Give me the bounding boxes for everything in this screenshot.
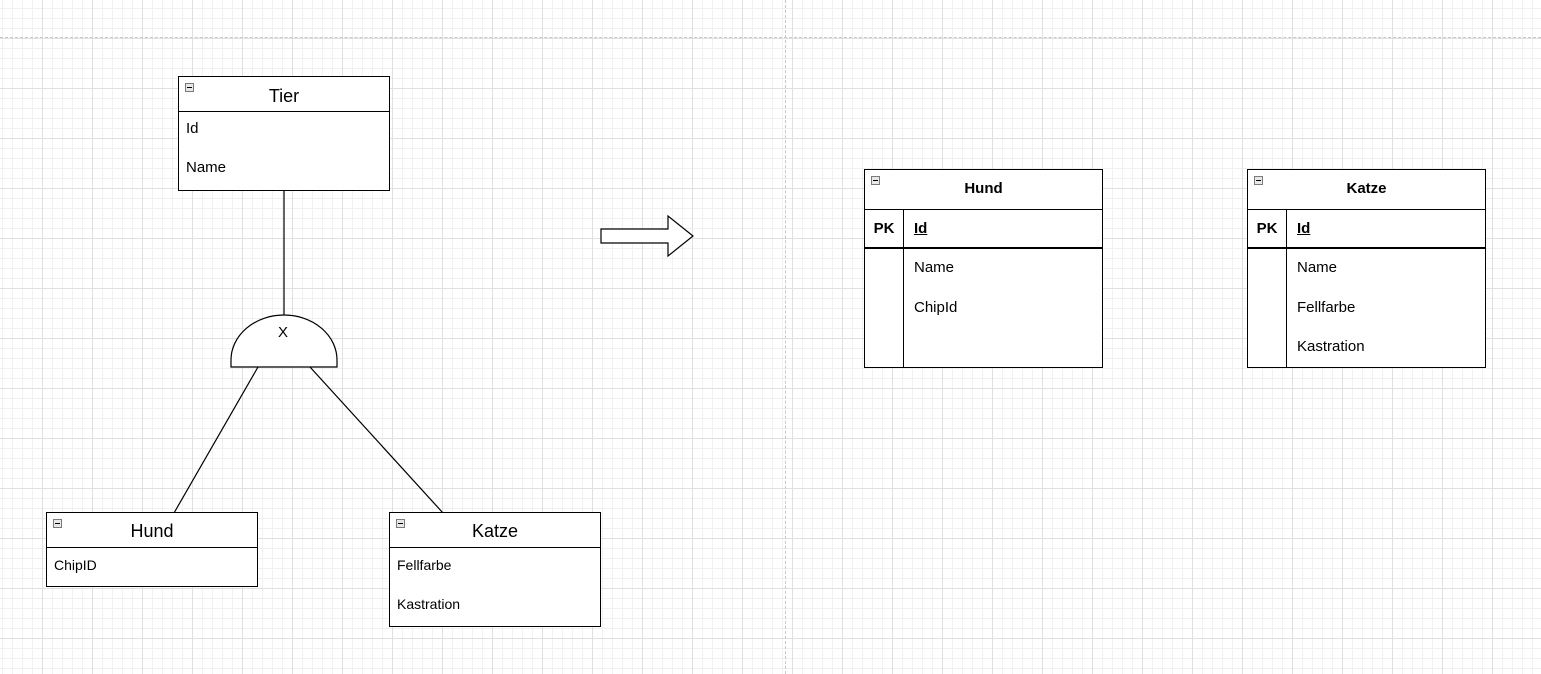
table-katze-pk-row[interactable]: PK Id [1248, 210, 1485, 249]
disjoint-specialization-shape[interactable] [230, 314, 338, 368]
key-label: PK [1248, 210, 1287, 247]
table-hund-header: Hund [865, 170, 1102, 210]
table-hund-title: Hund [964, 180, 1003, 197]
entity-katze-attribute: Fellfarbe [397, 557, 452, 573]
entity-hund[interactable]: Hund ChipID [46, 512, 258, 587]
key-column [865, 249, 904, 367]
entity-katze-attribute: Kastration [397, 596, 461, 612]
entity-katze[interactable]: Katze Fellfarbe Kastration [389, 512, 601, 627]
entity-tier[interactable]: Tier Id Name [178, 76, 390, 191]
page-break-vertical [785, 0, 786, 674]
entity-tier-title: Tier [268, 86, 300, 106]
collapse-icon[interactable] [871, 176, 880, 185]
entity-hund-header: Hund [47, 513, 257, 548]
key-label: PK [865, 210, 904, 247]
table-field[interactable]: Kastration [1297, 338, 1365, 355]
collapse-icon[interactable] [185, 83, 194, 92]
specialization-label: X [277, 324, 288, 341]
key-column [1248, 249, 1287, 367]
collapse-icon[interactable] [53, 519, 62, 528]
entity-tier-header: Tier [179, 77, 389, 112]
table-katze-title: Katze [1346, 180, 1387, 197]
field-column: Name Fellfarbe Kastration [1287, 249, 1485, 367]
table-hund[interactable]: Hund PK Id Name ChipId [864, 169, 1103, 368]
table-field[interactable]: Fellfarbe [1297, 298, 1356, 316]
collapse-icon[interactable] [1254, 176, 1263, 185]
hund-connector[interactable] [173, 366, 259, 514]
arrow-right-icon[interactable] [600, 214, 694, 258]
table-hund-pk-row[interactable]: PK Id [865, 210, 1102, 249]
katze-connector[interactable] [309, 366, 444, 514]
primary-key-field: Id [914, 220, 928, 237]
table-field[interactable]: Name [914, 259, 955, 276]
table-field[interactable]: Name [1297, 259, 1338, 276]
table-katze[interactable]: Katze PK Id Name Fellfarbe Kastration [1247, 169, 1486, 368]
entity-tier-attribute: Id [186, 120, 199, 137]
entity-hund-title: Hund [130, 521, 174, 541]
field-column: Name ChipId [904, 249, 1102, 367]
entity-hund-attribute: ChipID [54, 557, 97, 573]
entity-katze-header: Katze [390, 513, 600, 548]
table-field[interactable]: ChipId [914, 298, 958, 316]
entity-katze-title: Katze [471, 521, 519, 541]
page-break-horizontal [0, 37, 1541, 38]
table-katze-header: Katze [1248, 170, 1485, 210]
primary-key-field: Id [1297, 220, 1311, 237]
table-hund-body: Name ChipId [865, 249, 1102, 367]
collapse-icon[interactable] [396, 519, 405, 528]
table-katze-body: Name Fellfarbe Kastration [1248, 249, 1485, 367]
entity-tier-attribute: Name [186, 159, 227, 176]
